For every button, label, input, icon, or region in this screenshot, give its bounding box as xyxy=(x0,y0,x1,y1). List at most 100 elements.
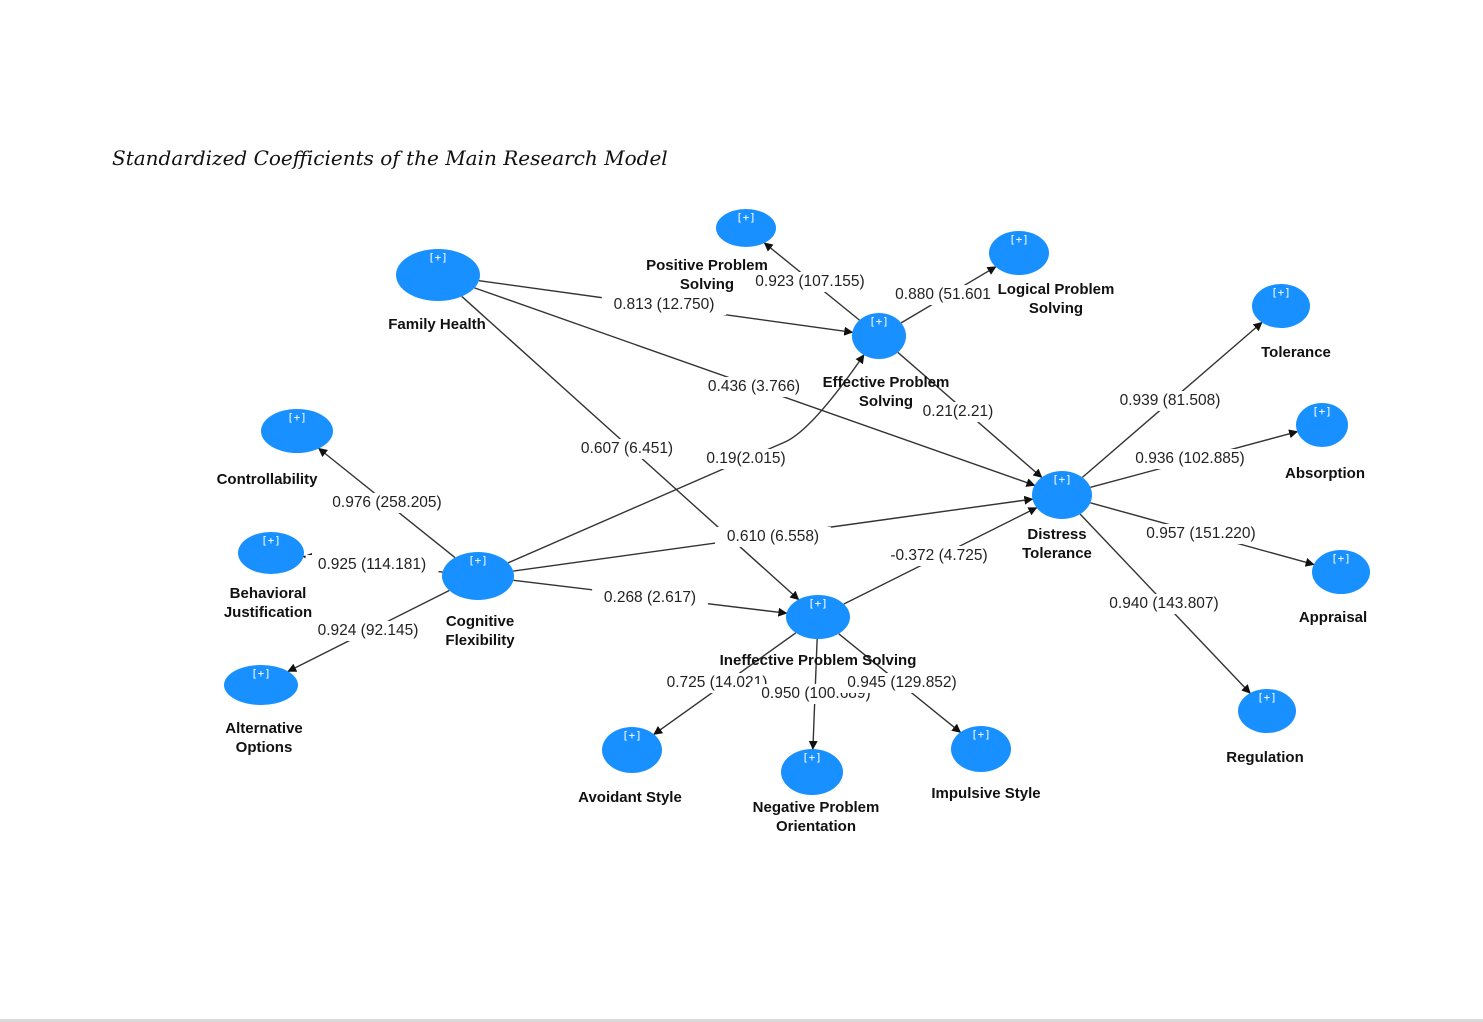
edge-cognitive_flexibility-to-controllability: 0.976 (258.205) xyxy=(318,447,456,559)
edge-coefficient-label: 0.813 (12.750) xyxy=(614,296,715,313)
edges-layer: 0.813 (12.750)0.436 (3.766)0.607 (6.451)… xyxy=(287,242,1315,750)
edge-coefficient-label: 0.940 (143.807) xyxy=(1109,595,1218,612)
latent-variable-circle[interactable] xyxy=(716,209,776,247)
node-label: Cognitive xyxy=(446,613,514,630)
edge-coefficient-label: 0.945 (129.852) xyxy=(847,674,956,691)
node-label: Appraisal xyxy=(1299,609,1367,626)
edge-coefficient-label: 0.725 (14.021) xyxy=(667,674,768,691)
node-family-health[interactable]: [+]Family Health xyxy=(388,249,486,333)
edge-label-background xyxy=(696,377,812,397)
node-label: Solving xyxy=(859,393,913,410)
edge-label-background xyxy=(654,673,780,693)
node-absorption[interactable]: [+] Absorption xyxy=(1285,403,1365,482)
edge-label-background xyxy=(305,555,439,575)
expand-icon[interactable]: [+] xyxy=(1312,405,1332,418)
expand-icon[interactable]: [+] xyxy=(736,211,756,224)
edge-distress_tolerance-to-absorption: 0.936 (102.885) xyxy=(1090,429,1299,489)
edge-label-background xyxy=(1123,449,1257,469)
node-impulsive-style[interactable]: [+] Impulsive Style xyxy=(931,726,1041,802)
latent-variable-circle[interactable] xyxy=(224,665,298,705)
node-appraisal[interactable]: [+] Appraisal xyxy=(1299,550,1370,626)
edge-label-background xyxy=(913,402,1003,422)
node-label: Solving xyxy=(680,276,734,293)
edge-label-background xyxy=(876,546,1002,566)
latent-variable-circle[interactable] xyxy=(1032,471,1092,519)
expand-icon[interactable]: [+] xyxy=(261,534,281,547)
expand-icon[interactable]: [+] xyxy=(428,251,448,264)
node-label: Distress xyxy=(1027,526,1086,543)
edge-distress_tolerance-to-tolerance: 0.939 (81.508) xyxy=(1081,321,1263,478)
edge-coefficient-label: 0.923 (107.155) xyxy=(755,273,864,290)
expand-icon[interactable]: [+] xyxy=(1257,691,1277,704)
node-tolerance[interactable]: [+] Tolerance xyxy=(1252,284,1331,361)
latent-variable-circle[interactable] xyxy=(602,727,662,773)
latent-variable-circle[interactable] xyxy=(396,249,480,301)
latent-variable-circle[interactable] xyxy=(1312,550,1370,594)
expand-icon[interactable]: [+] xyxy=(1052,473,1072,486)
edge-coefficient-label: 0.880 (51.601 xyxy=(895,286,991,303)
expand-icon[interactable]: [+] xyxy=(808,597,828,610)
expand-icon[interactable]: [+] xyxy=(1009,233,1029,246)
latent-variable-circle[interactable] xyxy=(238,532,304,574)
edge-label-background xyxy=(715,527,831,547)
node-ineffective-ps[interactable]: [+]Ineffective Problem Solving xyxy=(720,595,917,669)
expand-icon[interactable]: [+] xyxy=(251,667,271,680)
edge-ineffective_ps-to-distress_tolerance: -0.372 (4.725) xyxy=(843,507,1038,605)
expand-icon[interactable]: [+] xyxy=(1331,552,1351,565)
expand-icon[interactable]: [+] xyxy=(622,729,642,742)
edge-coefficient-label: 0.19(2.015) xyxy=(706,450,785,467)
page-divider xyxy=(0,1019,1483,1022)
expand-icon[interactable]: [+] xyxy=(1271,286,1291,299)
node-avoidant-style[interactable]: [+]Avoidant Style xyxy=(578,727,682,806)
latent-variable-circle[interactable] xyxy=(442,552,514,600)
edge-ineffective_ps-to-avoidant_style: 0.725 (14.021) xyxy=(653,632,797,735)
node-label: Absorption xyxy=(1285,465,1365,482)
expand-icon[interactable]: [+] xyxy=(802,751,822,764)
edge-label-background xyxy=(1134,524,1268,544)
latent-variable-circle[interactable] xyxy=(989,231,1049,275)
expand-icon[interactable]: [+] xyxy=(468,554,488,567)
expand-icon[interactable]: [+] xyxy=(971,728,991,741)
node-label: Effective Problem xyxy=(823,374,950,391)
node-label: Impulsive Style xyxy=(931,785,1040,802)
edge-effective_ps-to-logical_ps: 0.880 (51.601 xyxy=(885,266,1001,324)
edge-label-background xyxy=(305,621,431,641)
latent-variable-circle[interactable] xyxy=(852,313,906,359)
edge-coefficient-label: 0.607 (6.451) xyxy=(581,440,673,457)
edge-coefficient-label: 0.610 (6.558) xyxy=(727,528,819,545)
edge-label-background xyxy=(743,272,877,292)
edge-distress_tolerance-to-regulation: 0.940 (143.807) xyxy=(1079,513,1251,694)
latent-variable-circle[interactable] xyxy=(1252,284,1310,328)
expand-icon[interactable]: [+] xyxy=(287,411,307,424)
latent-variable-circle[interactable] xyxy=(781,749,843,795)
latent-variable-circle[interactable] xyxy=(1296,403,1348,447)
node-label: Tolerance xyxy=(1261,344,1331,361)
expand-icon[interactable]: [+] xyxy=(869,315,889,328)
latent-variable-circle[interactable] xyxy=(951,726,1011,772)
latent-variable-circle[interactable] xyxy=(786,595,850,639)
edge-coefficient-label: 0.924 (92.145) xyxy=(318,622,419,639)
edge-effective_ps-to-positive_ps: 0.923 (107.155) xyxy=(743,242,877,321)
edge-label-background xyxy=(569,439,685,459)
edge-label-background xyxy=(601,295,727,315)
node-regulation[interactable]: [+]Regulation xyxy=(1226,689,1304,766)
node-label: Controllability xyxy=(217,471,318,488)
node-controllability[interactable]: [+] Controllability xyxy=(217,409,333,488)
edge-ineffective_ps-to-impulsive_style: 0.945 (129.852) xyxy=(835,633,969,733)
latent-variable-circle[interactable] xyxy=(261,409,333,453)
edge-cognitive_flexibility-to-distress_tolerance: 0.610 (6.558) xyxy=(513,495,1034,572)
edge-coefficient-label: 0.925 (114.181) xyxy=(318,556,426,573)
edge-line xyxy=(507,354,865,564)
edge-cognitive_flexibility-to-effective_ps: 0.19(2.015) xyxy=(507,354,865,564)
node-label: Negative Problem xyxy=(753,799,880,816)
edge-family_health-to-distress_tolerance: 0.436 (3.766) xyxy=(474,287,1036,487)
latent-variable-circle[interactable] xyxy=(1238,689,1296,733)
